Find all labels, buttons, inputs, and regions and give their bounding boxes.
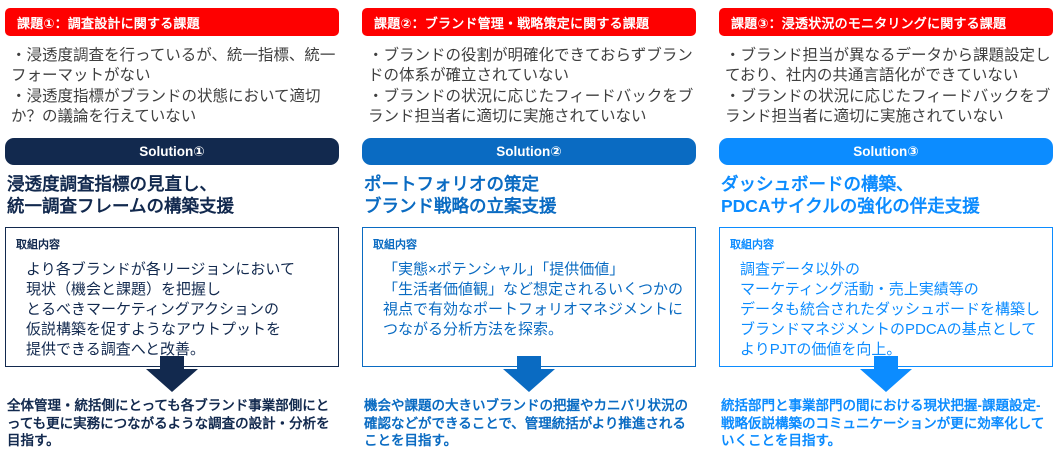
work-box-label: 取組内容 <box>373 239 417 251</box>
column-issue-3: 課題③：浸透状況のモニタリングに関する課題 ・ブランド担当が異なるデータから課題… <box>719 0 1053 450</box>
issue-point: ・浸透度指標がブランドの状態において適切か？の議論を行えていない <box>11 87 321 126</box>
solution-title-1: 浸透度調査指標の見直し、 統一調査フレームの構築支援 <box>7 174 234 217</box>
solution-label: Solution③ <box>853 143 919 159</box>
column-issue-1: 課題①：調査設計に関する課題 ・浸透度調査を行っているが、統一指標、統一フォーマ… <box>5 0 339 450</box>
issue-banner-1: 課題①：調査設計に関する課題 <box>5 8 339 36</box>
issue-banner-2: 課題②：ブランド管理・戦略策定に関する課題 <box>362 8 696 36</box>
issue-title: 課題①：調査設計に関する課題 <box>17 15 200 31</box>
solution-title-3: ダッシュボードの構築、 PDCAサイクルの強化の伴走支援 <box>721 174 980 217</box>
goal-text-2: 機会や課題の大きいブランドの把握やカニバリ状況の確認などができることで、管理統括… <box>364 398 688 449</box>
issue-points-1: ・浸透度調査を行っているが、統一指標、統一フォーマットがない ・浸透度指標がブラ… <box>5 36 339 138</box>
down-arrow-icon <box>719 356 1053 394</box>
column-issue-2: 課題②：ブランド管理・戦略策定に関する課題 ・ブランドの役割が明確化できておらず… <box>362 0 696 450</box>
work-box-text: より各ブランドが各リージョンにおいて 現状（機会と課題）を把握し とるべきマーケ… <box>26 261 295 358</box>
solution-banner-3: Solution③ <box>719 138 1053 165</box>
issue-point: ・ブランドの状況に応じたフィードバックをブランド担当者に適切に実施されていない <box>368 87 694 126</box>
issue-point: ・浸透度調査を行っているが、統一指標、統一フォーマットがない <box>11 47 336 85</box>
solution-label: Solution② <box>496 143 562 159</box>
issue-title: 課題②：ブランド管理・戦略策定に関する課題 <box>374 15 650 31</box>
work-box-label: 取組内容 <box>16 239 60 251</box>
goal-text-1: 全体管理・統括側にとっても各ブランド事業部側にとっても更に実務につながるような調… <box>7 398 330 449</box>
issue-banner-3: 課題③：浸透状況のモニタリングに関する課題 <box>719 8 1053 36</box>
work-box-text: 調査データ以外の マーケティング活動・売上実績等の データも統合されたダッシュボ… <box>740 261 1041 358</box>
down-arrow-icon <box>362 356 696 394</box>
issue-points-3: ・ブランド担当が異なるデータから課題設定しており、社内の共通言語化ができていない… <box>719 36 1053 138</box>
solution-banner-1: Solution① <box>5 138 339 165</box>
work-box-3: 取組内容 調査データ以外の マーケティング活動・売上実績等の データも統合された… <box>719 227 1053 367</box>
issue-point: ・ブランド担当が異なるデータから課題設定しており、社内の共通言語化ができていない <box>725 47 1051 85</box>
issue-point: ・ブランドの役割が明確化できておらずブランドの体系が確立されていない <box>368 47 693 85</box>
solution-banner-2: Solution② <box>362 138 696 165</box>
issue-title: 課題③：浸透状況のモニタリングに関する課題 <box>731 15 1007 31</box>
work-box-label: 取組内容 <box>730 239 774 251</box>
work-box-1: 取組内容 より各ブランドが各リージョンにおいて 現状（機会と課題）を把握し とる… <box>5 227 339 367</box>
work-box-text: 「実態×ポテンシャル」「提供価値」 「生活者価値観」など想定されるいくつかの視点… <box>383 261 684 338</box>
goal-text-3: 統括部門と事業部門の間における現状把握-課題設定-戦略仮説構築のコミュニケーショ… <box>721 398 1045 449</box>
issue-points-2: ・ブランドの役割が明確化できておらずブランドの体系が確立されていない ・ブランド… <box>362 36 696 138</box>
solution-label: Solution① <box>139 143 205 159</box>
issue-point: ・ブランドの状況に応じたフィードバックをブランド担当者に適切に実施されていない <box>725 87 1051 126</box>
down-arrow-icon <box>5 356 339 394</box>
solution-title-2: ポートフォリオの策定 ブランド戦略の立案支援 <box>364 174 557 217</box>
work-box-2: 取組内容 「実態×ポテンシャル」「提供価値」 「生活者価値観」など想定されるいく… <box>362 227 696 367</box>
